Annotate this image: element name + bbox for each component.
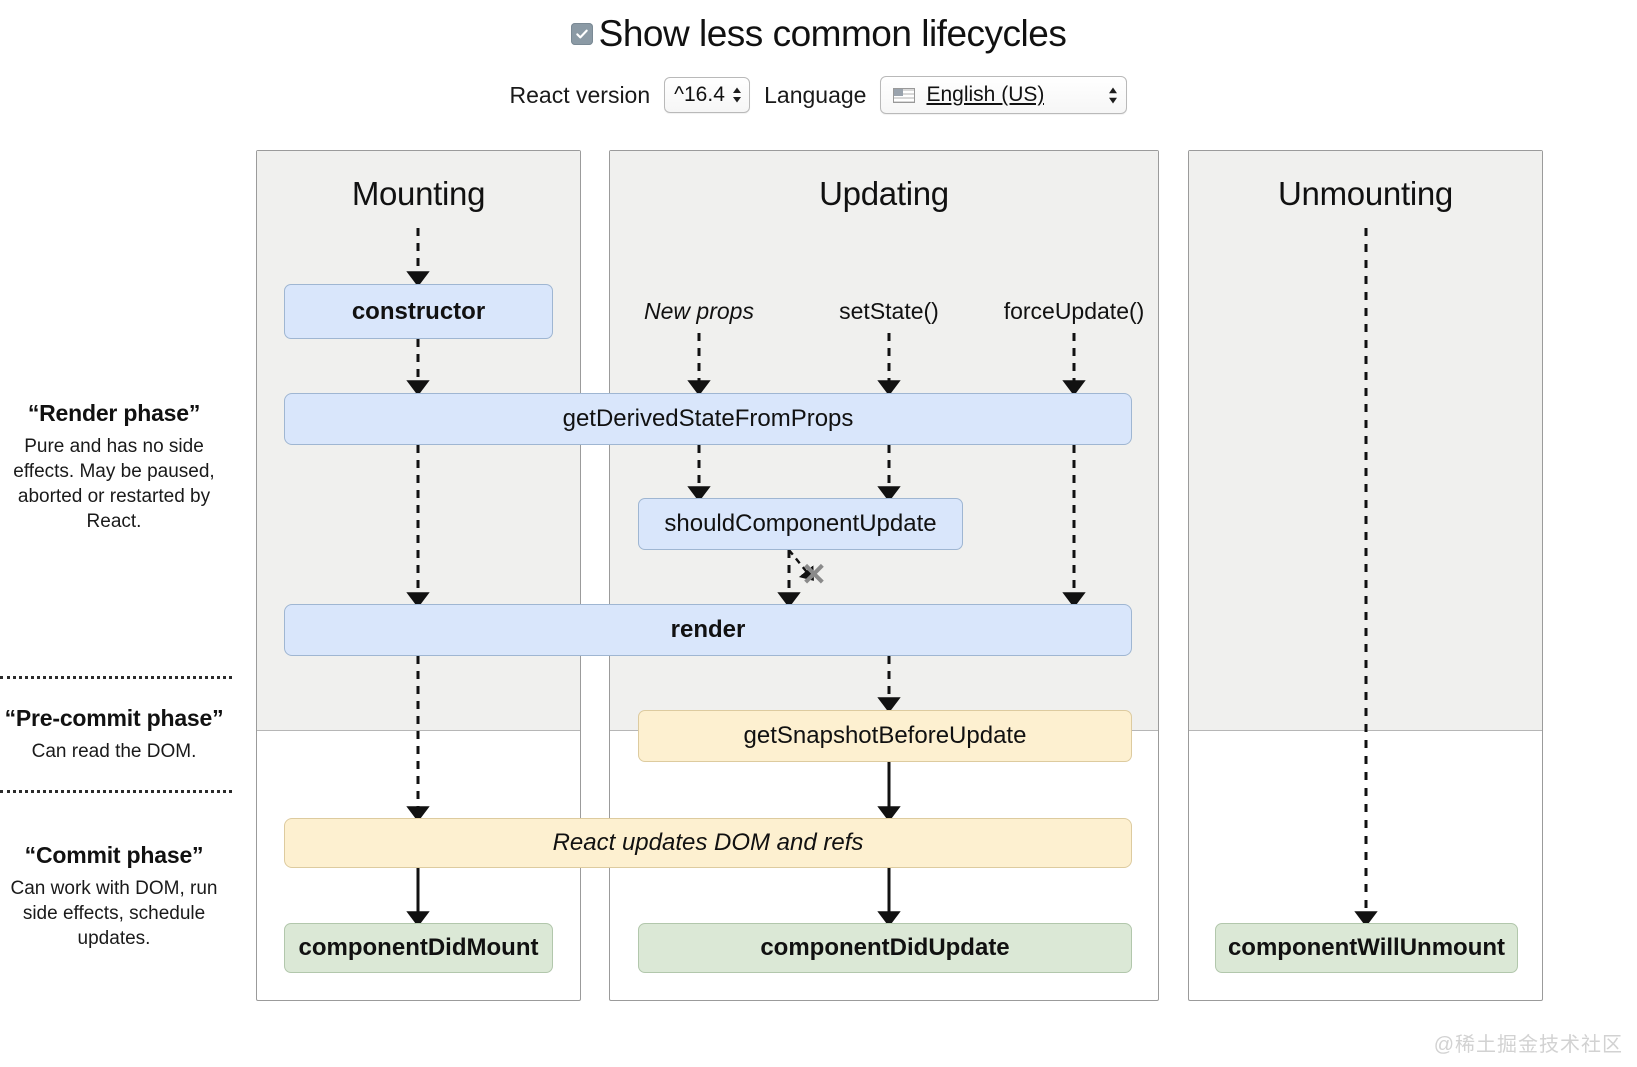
column-unmounting-render-region <box>1189 151 1542 731</box>
lifecycle-render[interactable]: render <box>284 604 1132 656</box>
lifecycle-react-updates-dom-and-refs: React updates DOM and refs <box>284 818 1132 868</box>
controls-row: React version ^16.4 Language English (US… <box>0 76 1637 114</box>
phase-commit-title: “Commit phase” <box>24 842 204 868</box>
trigger-set-state: setState() <box>839 298 939 324</box>
phase-render: “Render phase” Pure and has no side effe… <box>0 400 228 534</box>
lifecycle-constructor[interactable]: constructor <box>284 284 553 339</box>
phase-divider-top <box>0 676 232 679</box>
trigger-new-props: New props <box>644 298 754 324</box>
column-unmounting-title: Unmounting <box>1278 175 1453 212</box>
lifecycle-component-did-update[interactable]: componentDidUpdate <box>638 923 1132 973</box>
phase-commit: “Commit phase” Can work with DOM, run si… <box>0 842 228 951</box>
language-stepper-arrows-icon[interactable] <box>1107 86 1119 105</box>
column-updating: Updating <box>609 150 1159 1001</box>
lifecycle-get-derived-state-from-props[interactable]: getDerivedStateFromProps <box>284 393 1132 445</box>
react-version-label: React version <box>509 81 651 108</box>
language-value: English (US) <box>926 83 1045 106</box>
trigger-force-update: forceUpdate() <box>1003 298 1145 324</box>
watermark: @稀土掘金技术社区 <box>1433 1034 1623 1056</box>
column-updating-title: Updating <box>819 175 949 212</box>
stepper-arrows-icon[interactable] <box>731 86 743 104</box>
us-flag-icon <box>893 87 916 103</box>
phase-commit-description: Can work with DOM, run side effects, sch… <box>10 878 218 949</box>
skip-render-x-icon: ✕ <box>801 557 827 592</box>
column-mounting-title: Mounting <box>351 175 486 212</box>
phase-render-title: “Render phase” <box>27 400 201 426</box>
page-title: Show less common lifecycles <box>598 13 1067 54</box>
phase-pre-commit: “Pre-commit phase” Can read the DOM. <box>0 705 228 764</box>
lifecycle-component-did-mount[interactable]: componentDidMount <box>284 923 553 973</box>
language-select[interactable]: English (US) <box>880 76 1128 114</box>
language-label: Language <box>764 81 867 108</box>
react-version-value: ^16.4 <box>674 83 725 106</box>
phase-pre-commit-description: Can read the DOM. <box>31 741 197 762</box>
column-unmounting: Unmounting <box>1188 150 1543 1001</box>
phase-render-description: Pure and has no side effects. May be pau… <box>13 436 215 532</box>
column-mounting: Mounting <box>256 150 581 1001</box>
lifecycle-component-will-unmount[interactable]: componentWillUnmount <box>1215 923 1518 973</box>
phase-pre-commit-title: “Pre-commit phase” <box>4 705 224 731</box>
lifecycle-should-component-update[interactable]: shouldComponentUpdate <box>638 498 963 550</box>
show-less-common-lifecycles-checkbox[interactable] <box>570 23 593 45</box>
phase-divider-bottom <box>0 790 232 793</box>
title-row: Show less common lifecycles <box>0 12 1637 56</box>
react-version-select[interactable]: ^16.4 <box>664 77 751 113</box>
lifecycle-get-snapshot-before-update[interactable]: getSnapshotBeforeUpdate <box>638 710 1132 762</box>
